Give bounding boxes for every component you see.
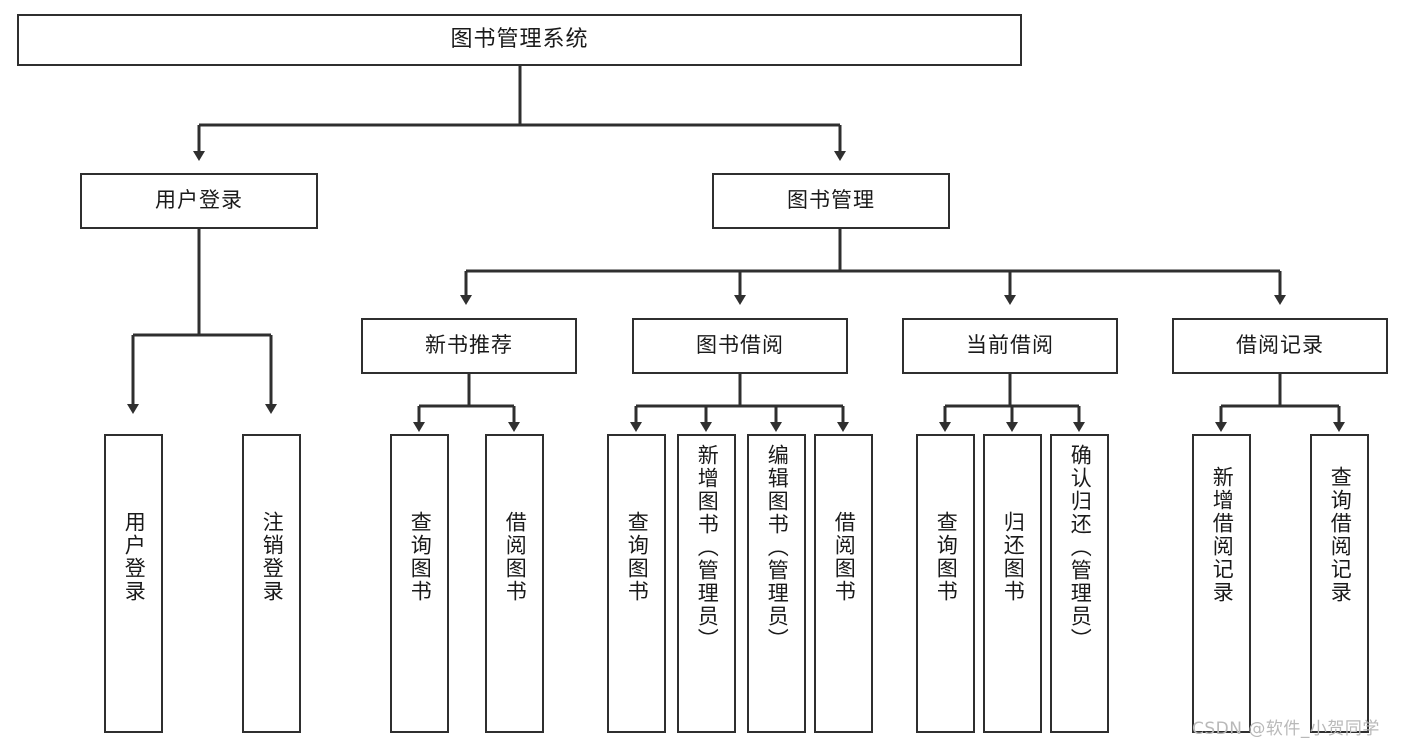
leaf-query-record[interactable]: 查询借阅记录 xyxy=(1310,434,1369,733)
node-current-borrow[interactable]: 当前借阅 xyxy=(902,318,1118,374)
leaf-logout-login[interactable]: 注销登录 xyxy=(242,434,301,733)
node-user-login[interactable]: 用户登录 xyxy=(80,173,318,229)
node-label: 借阅图书 xyxy=(832,511,857,603)
leaf-add-book[interactable]: 新增图书（管理员） xyxy=(677,434,736,733)
node-label: 新增借阅记录 xyxy=(1210,466,1235,604)
node-label: 图书管理系统 xyxy=(450,26,589,52)
node-label: 当前借阅 xyxy=(966,333,1054,358)
node-label: 查询图书 xyxy=(934,511,959,603)
node-borrow-record[interactable]: 借阅记录 xyxy=(1172,318,1388,374)
node-root-system[interactable]: 图书管理系统 xyxy=(17,14,1022,66)
leaf-borrow-book-2[interactable]: 借阅图书 xyxy=(814,434,873,733)
node-label: 注销登录 xyxy=(260,511,285,603)
leaf-return-book[interactable]: 归还图书 xyxy=(983,434,1042,733)
node-label: 借阅记录 xyxy=(1236,333,1324,358)
node-label: 编辑图书（管理员） xyxy=(765,444,790,651)
leaf-query-book-1[interactable]: 查询图书 xyxy=(390,434,449,733)
node-label: 用户登录 xyxy=(122,511,147,603)
leaf-confirm-return[interactable]: 确认归还（管理员） xyxy=(1050,434,1109,733)
leaf-query-book-2[interactable]: 查询图书 xyxy=(607,434,666,733)
csdn-watermark: CSDN @软件_小贺同学 xyxy=(1192,719,1380,739)
leaf-user-login[interactable]: 用户登录 xyxy=(104,434,163,733)
leaf-edit-book[interactable]: 编辑图书（管理员） xyxy=(747,434,806,733)
node-label: 查询图书 xyxy=(625,511,650,603)
node-label: 归还图书 xyxy=(1001,511,1026,603)
node-book-management[interactable]: 图书管理 xyxy=(712,173,950,229)
node-book-borrow[interactable]: 图书借阅 xyxy=(632,318,848,374)
node-label: 图书管理 xyxy=(787,188,875,213)
node-label: 图书借阅 xyxy=(696,333,784,358)
node-new-book-recommend[interactable]: 新书推荐 xyxy=(361,318,577,374)
node-label: 用户登录 xyxy=(155,188,243,213)
leaf-query-book-3[interactable]: 查询图书 xyxy=(916,434,975,733)
node-label: 确认归还（管理员） xyxy=(1068,444,1093,651)
leaf-add-record[interactable]: 新增借阅记录 xyxy=(1192,434,1251,733)
node-label: 查询图书 xyxy=(408,511,433,603)
leaf-borrow-book-1[interactable]: 借阅图书 xyxy=(485,434,544,733)
node-label: 查询借阅记录 xyxy=(1328,466,1353,604)
node-label: 新增图书（管理员） xyxy=(695,444,720,651)
node-label: 借阅图书 xyxy=(503,511,528,603)
node-label: 新书推荐 xyxy=(425,333,513,358)
